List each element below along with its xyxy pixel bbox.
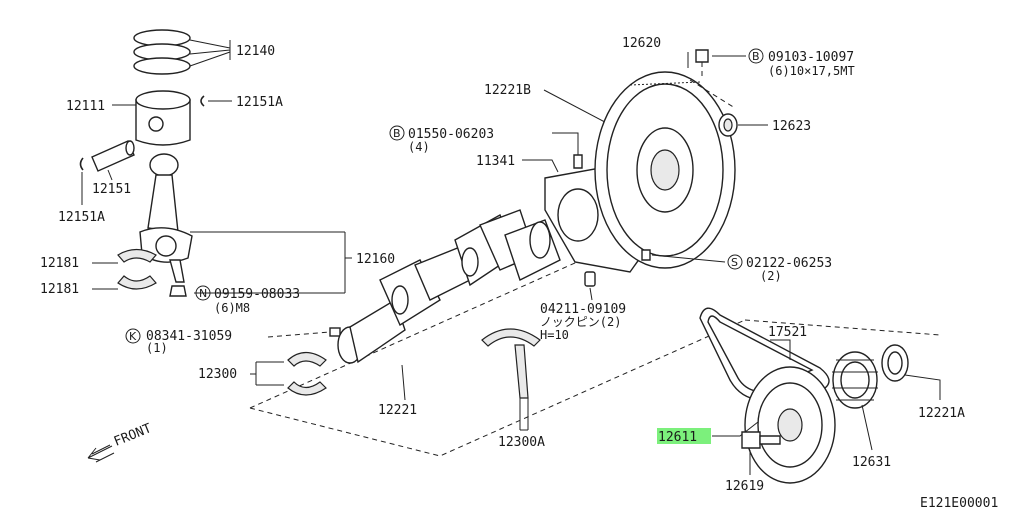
piston[interactable] [135, 90, 191, 146]
code-b-09103: B [752, 50, 760, 63]
label-12619: 12619 [725, 479, 764, 494]
label-09159: 09159-08033 [214, 287, 300, 302]
label-02122: 02122-06253 [746, 256, 832, 271]
label-17521: 17521 [768, 325, 807, 340]
figure-code: E121E00001 [920, 496, 998, 511]
label-12111: 12111 [66, 99, 105, 114]
crank-pulley[interactable] [744, 366, 836, 484]
conrod-bearing-lower[interactable] [117, 275, 157, 290]
main-bearing-lower[interactable] [287, 381, 327, 396]
label-12151: 12151 [92, 182, 131, 197]
label-12611[interactable]: 12611 [658, 430, 697, 445]
pilot-bearing[interactable] [718, 113, 738, 137]
label-12140: 12140 [236, 44, 275, 59]
conrod-nut[interactable] [169, 285, 187, 297]
label-12181-b: 12181 [40, 282, 79, 297]
label-12631: 12631 [852, 455, 891, 470]
highlight-12611 [657, 428, 711, 444]
label-12160: 12160 [356, 252, 395, 267]
connecting-rod[interactable] [139, 153, 193, 283]
label-12151a-bottom: 12151A [58, 210, 105, 225]
code-b-01550: B [393, 127, 401, 140]
circlip-bottom[interactable] [79, 157, 84, 171]
label-02122-qty: (2) [760, 269, 782, 283]
conrod-bearing-upper[interactable] [117, 248, 157, 263]
code-n: N [199, 287, 207, 300]
label-12221: 12221 [378, 403, 417, 418]
label-12300a: 12300A [498, 435, 545, 450]
woodruff-key[interactable] [329, 327, 341, 337]
label-12181-a: 12181 [40, 256, 79, 271]
pulley-bolt[interactable] [741, 431, 781, 449]
crankshaft[interactable] [337, 209, 561, 364]
label-01550: 01550-06203 [408, 127, 494, 142]
label-09103-spec: (6)10×17,5MT [768, 64, 855, 78]
thrust-bearing[interactable] [481, 328, 541, 399]
housing-bolt[interactable] [573, 154, 583, 169]
piston-pin[interactable] [91, 140, 135, 172]
housing-screw[interactable] [641, 249, 651, 261]
label-09103: 09103-10097 [768, 50, 854, 65]
label-04211-height: H=10 [540, 328, 569, 342]
front-arrow-icon [87, 444, 115, 463]
label-12221b: 12221B [484, 83, 531, 98]
label-04211: 04211-09109 [540, 302, 626, 317]
label-04211-name: ノックピン(2) [540, 315, 621, 329]
label-12620: 12620 [622, 36, 661, 51]
main-bearing-upper[interactable] [287, 351, 327, 367]
label-08341-qty: (1) [146, 341, 168, 355]
front-label: FRONT [112, 421, 154, 450]
front-oil-seal[interactable] [881, 344, 909, 382]
timing-sprocket[interactable] [832, 351, 878, 409]
label-11341: 11341 [476, 154, 515, 169]
knock-pin[interactable] [584, 271, 596, 287]
label-09159-qty: (6)M8 [214, 301, 250, 315]
code-k: K [129, 330, 137, 343]
circlip-top[interactable] [200, 95, 205, 107]
label-12300: 12300 [198, 367, 237, 382]
label-01550-qty: (4) [408, 140, 430, 154]
code-s: S [731, 256, 738, 269]
flywheel[interactable] [594, 71, 736, 269]
piston-rings[interactable] [133, 29, 191, 75]
label-08341: 08341-31059 [146, 329, 232, 344]
flywheel-bolt[interactable] [695, 49, 709, 63]
label-12221a: 12221A [918, 406, 965, 421]
label-12623: 12623 [772, 119, 811, 134]
label-12151a-top: 12151A [236, 95, 283, 110]
